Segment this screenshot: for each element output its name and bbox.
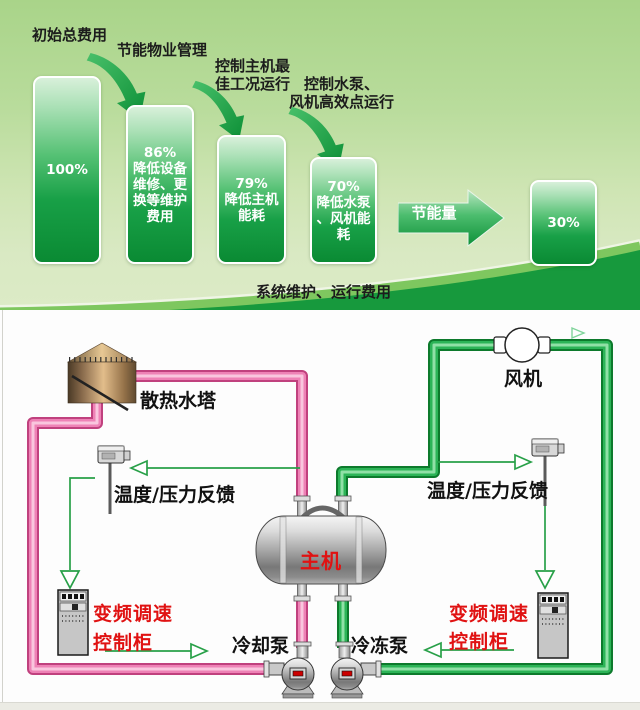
down-arrowhead-left-icon [59, 570, 81, 590]
temp-pressure-sensor-left-icon [97, 445, 131, 514]
bar-30-label: 30% [547, 215, 580, 231]
bar-79-desc-1: 降低主机 [224, 191, 279, 208]
annotation-property-management: 节能物业管理 [117, 41, 208, 59]
chart-bottom-axis-label: 系统维护、运行费用 [256, 283, 392, 301]
bar-79-label: 79% [235, 175, 268, 192]
vfd-left-label-line2: 控制柜 [93, 632, 154, 654]
vfd-cabinet-left-icon [57, 589, 89, 656]
step-down-arrow-1-icon [86, 52, 146, 121]
cooling-tower-label: 散热水塔 [140, 390, 217, 412]
chilled-pump-icon [330, 641, 382, 699]
annotation-chiller-optimal: 控制主机最 佳工况运行 [215, 57, 290, 93]
bar-79-desc-2: 能耗 [238, 207, 265, 224]
bar-70-desc-3: 耗 [336, 226, 351, 243]
temp-pressure-sensor-right-icon [531, 438, 565, 506]
diagram-left-border [2, 310, 3, 702]
bar-79-percent: 79% 降低主机 能耗 [217, 135, 286, 264]
annotation-pump-fan-efficiency: 控制水泵、 风机高效点运行 [289, 75, 394, 111]
annotation-initial-cost: 初始总费用 [32, 26, 108, 44]
left-arrowhead-icon [422, 641, 442, 659]
vfd-right-label-line2: 控制柜 [449, 631, 510, 653]
bar-86-desc-4: 费用 [146, 208, 174, 225]
feedback-arrowhead-right-icon [514, 453, 534, 471]
down-arrowhead-right-icon [534, 570, 556, 590]
bar-86-desc-1: 降低设备 [133, 160, 187, 177]
annotation-pump-fan-efficiency-line1: 控制水泵、 [304, 75, 380, 93]
vfd-cabinet-right-icon [537, 592, 569, 659]
bar-86-desc-3: 换等维护 [133, 192, 187, 209]
step-down-arrow-2-icon [192, 80, 245, 141]
cooling-tower-icon [66, 342, 138, 412]
energy-saving-arrow-icon [398, 188, 505, 248]
vfd-left-label-line1: 变频调速 [93, 603, 174, 625]
flow-direction-arrow-icon [571, 326, 586, 340]
feedback-right-label: 温度/压力反馈 [427, 480, 548, 502]
feedback-arrowhead-left-icon [128, 459, 148, 477]
bar-86-percent: 86% 降低设备 维修、更 换等维护 费用 [126, 105, 194, 264]
annotation-pump-fan-efficiency-line2: 风机高效点运行 [289, 93, 395, 111]
feedback-left-label: 温度/压力反馈 [114, 484, 235, 506]
chilled-pump-label: 冷冻泵 [351, 635, 409, 657]
bar-70-desc-2: 、风机能 [316, 210, 371, 227]
chilled-water-pipe [336, 326, 613, 675]
hvac-diagram-canvas [27, 326, 613, 699]
annotation-chiller-optimal-line2: 佳工况运行 [215, 75, 291, 93]
cooling-pump-label: 冷却泵 [232, 635, 290, 657]
bar-100-percent: 100% [33, 76, 101, 264]
bar-86-label: 86% [143, 144, 177, 161]
cooling-pump-icon [263, 641, 315, 699]
annotation-chiller-optimal-line1: 控制主机最 [215, 57, 291, 75]
energy-savings-bar-chart: 初始总费用 节能物业管理 控制主机最 佳工况运行 控制水泵、 风机高效点运行 1… [0, 0, 640, 310]
sensor-to-vfd-left-line [69, 477, 95, 570]
bar-70-desc-1: 降低水泵 [316, 194, 371, 211]
step-down-arrow-3-icon [288, 106, 344, 171]
bar-86-desc-2: 维修、更 [133, 176, 187, 193]
bar-70-percent: 70% 降低水泵 、风机能 耗 [310, 157, 377, 264]
chiller-label: 主机 [300, 549, 342, 573]
fan-icon [493, 327, 551, 363]
condenser-water-pipe [27, 370, 308, 675]
fan-label: 风机 [504, 368, 543, 390]
hvac-system-diagram: 散热水塔 风机 温度/压力反馈 温度/压力反馈 主机 变频调速 控制柜 变频调速… [0, 310, 640, 710]
bottom-border-strip [0, 702, 640, 710]
bar-100-label: 100% [46, 162, 88, 178]
chiller-tank-icon [255, 495, 387, 602]
energy-saving-arrow-label: 节能量 [411, 204, 457, 222]
bar-70-label: 70% [327, 178, 360, 195]
right-arrowhead-icon [190, 642, 210, 660]
control-signal-lines [59, 453, 556, 660]
bar-30-percent: 30% [530, 180, 597, 266]
vfd-right-label-line1: 变频调速 [449, 603, 530, 625]
